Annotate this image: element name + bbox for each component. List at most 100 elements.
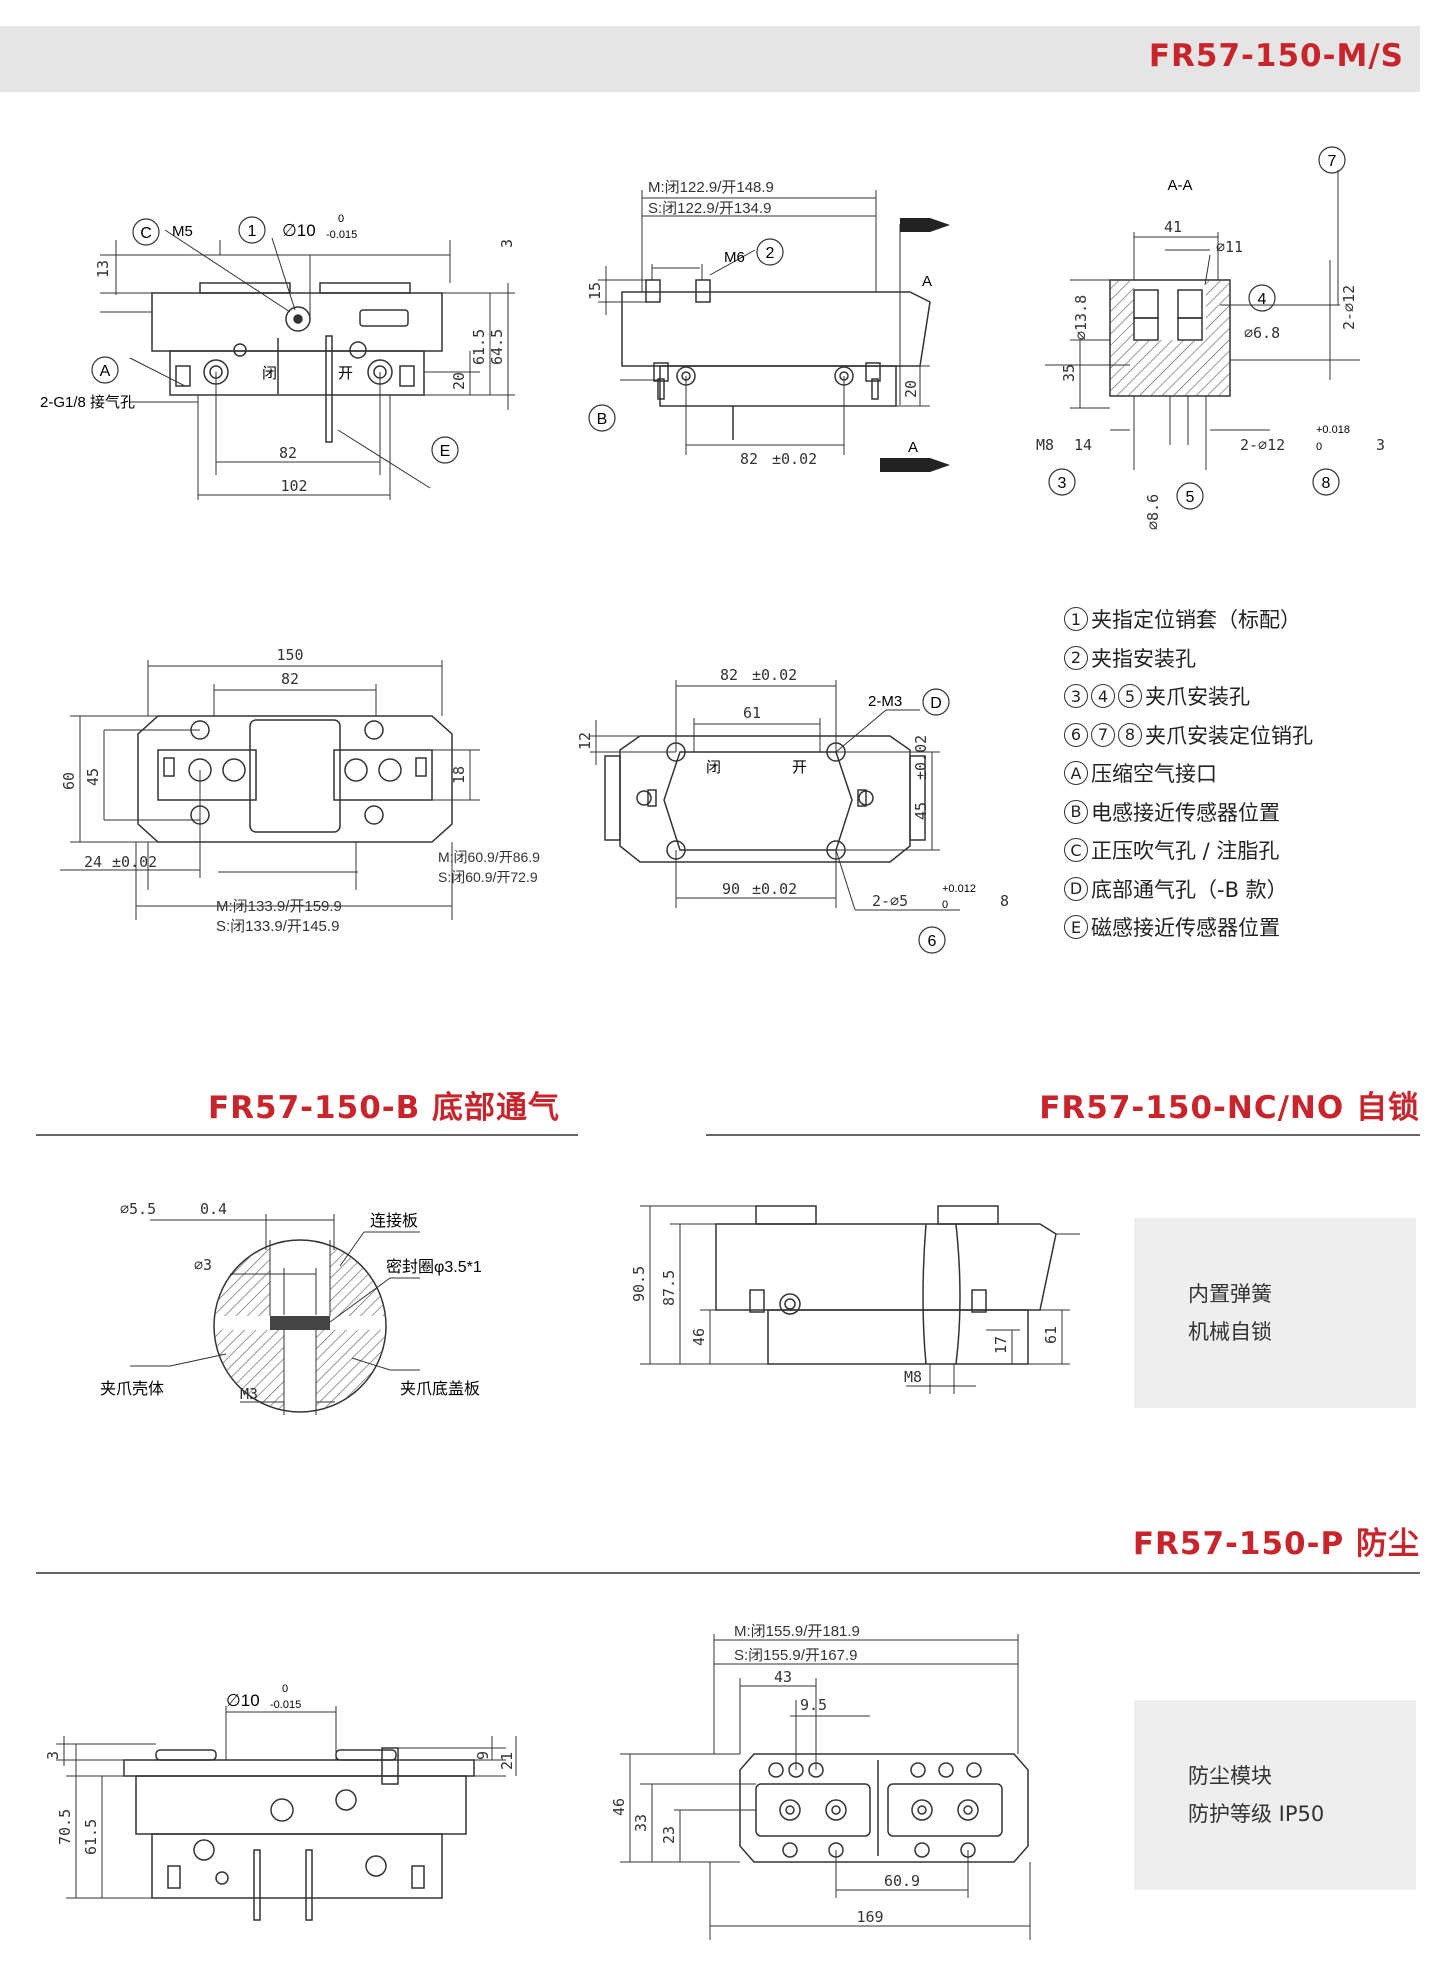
front-label-close: 闭 (262, 365, 277, 382)
legend-row: C 正压吹气孔 / 注脂孔 (1064, 831, 1424, 870)
front-tol-dn: -0.015 (326, 229, 357, 241)
section-label-7: 7 (1328, 153, 1337, 170)
dust-front-dim-9: 9 (474, 1751, 492, 1760)
dustproof-note-line1: 防尘模块 (1188, 1764, 1272, 1788)
side-label-m6: M6 (724, 249, 745, 266)
dust-top-dim-169: 169 (856, 1908, 883, 1926)
dust-front-lower (151, 1833, 443, 1899)
bottom-body (619, 735, 911, 863)
self-lock-dim-61: 61 (1042, 1326, 1060, 1344)
detail-label-shell: 夹爪壳体 (100, 1380, 164, 1398)
legend-mark: 5 (1118, 684, 1142, 709)
front-label-1: 1 (248, 223, 257, 240)
legend-text: 正压吹气孔 / 注脂孔 (1091, 839, 1280, 864)
dustproof-note-line2: 防护等级 IP50 (1188, 1802, 1325, 1826)
dust-front-cover (123, 1759, 475, 1777)
section-title-self-lock: FR57-150-NC/NO 自锁 (1039, 1090, 1420, 1126)
bottom-view-drawing: 82 ±0.02 61 12 45 ±0.02 90 ±0.02 2-M3 D … (576, 666, 1009, 954)
legend-row: B 电感接近传感器位置 (1064, 793, 1424, 832)
legend-mark: 2 (1064, 645, 1088, 670)
self-lock-dim-17: 17 (992, 1336, 1010, 1354)
bottom-dim-tol-bot: ±0.02 (752, 880, 797, 898)
legend-mark: 3 (1064, 684, 1088, 709)
legend-text: 夹指定位销套（标配） (1091, 608, 1301, 633)
legend-text: 夹爪安装孔 (1145, 685, 1250, 710)
front-dim-20: 20 (450, 372, 468, 390)
legend-row: A 压缩空气接口 (1064, 754, 1424, 793)
front-label-phi10: ∅10 (282, 221, 316, 240)
legend-text: 磁感接近传感器位置 (1091, 916, 1280, 941)
self-lock-body-upper (715, 1223, 1057, 1311)
dust-front-dim-61-5: 61.5 (82, 1819, 100, 1855)
bottom-recess (663, 751, 853, 851)
top-m-large: M:闭133.9/开159.9 (216, 898, 342, 915)
dust-top-s-stroke: S:闭155.9/开167.9 (734, 1647, 857, 1664)
legend-mark: A (1064, 761, 1088, 786)
dust-front-tol-up: 0 (282, 1683, 288, 1695)
front-dim-102: 102 (280, 477, 307, 495)
legend-text: 底部通气孔（-B 款） (1091, 877, 1288, 902)
legend-mark: 4 (1091, 684, 1115, 709)
bottom-dim-tol-top: ±0.02 (752, 666, 797, 684)
top-dim-82: 82 (281, 670, 299, 688)
dust-front-label-phi10: ∅10 (226, 1691, 260, 1710)
self-lock-dim-46: 46 (690, 1328, 708, 1346)
bottom-label-open: 开 (792, 759, 807, 776)
legend-row: 6 7 8 夹爪安装定位销孔 (1064, 716, 1424, 755)
dust-top-dim-33: 33 (632, 1814, 650, 1832)
legend-text: 压缩空气接口 (1091, 762, 1217, 787)
front-dim-13: 13 (94, 260, 112, 278)
section-title-bottom-air: FR57-150-B 底部通气 (208, 1090, 561, 1126)
top-s-large: S:闭133.9/开145.9 (216, 918, 339, 935)
section-dim-phi8-6: ∅8.6 (1144, 494, 1162, 530)
front-sensor-rod (325, 335, 333, 443)
bottom-tol-dn: 0 (942, 899, 948, 911)
dust-top-body (739, 1753, 1029, 1863)
front-label-m5: M5 (172, 223, 193, 240)
bottom-dim-8: 8 (1000, 892, 1009, 910)
legend-text: 电感接近传感器位置 (1091, 800, 1280, 825)
dust-top-dim-46: 46 (610, 1798, 628, 1816)
side-label-2: 2 (766, 245, 775, 262)
front-body-lower (169, 350, 425, 396)
section-label-3: 3 (1058, 475, 1067, 492)
top-dim-45: 45 (84, 768, 102, 786)
dust-front-tol-dn: -0.015 (270, 1699, 301, 1711)
detail-label-link-plate: 连接板 (370, 1212, 418, 1230)
front-label-e: E (440, 443, 451, 460)
top-dim-150: 150 (276, 646, 303, 664)
section-dim-35: 35 (1060, 364, 1078, 382)
dust-top-dim-23: 23 (660, 1826, 678, 1844)
legend-row: 3 4 5 夹爪安装孔 (1064, 677, 1424, 716)
top-dim-24: 24 (84, 853, 102, 871)
side-dim-15: 15 (586, 282, 604, 300)
section-aa-drawing: A-A 7 4 3 5 8 41 ∅11 ∅13.8 ∅6.8 35 M8 14… (1036, 146, 1385, 530)
bottom-tol-up: +0.012 (942, 883, 976, 895)
side-label-a-bot: A (908, 439, 918, 456)
front-dim-61-5: 61.5 (470, 329, 488, 365)
dustproof-top-drawing: M:闭155.9/开181.9 S:闭155.9/开167.9 43 9.5 4… (610, 1623, 1031, 1940)
side-body-lower (659, 365, 897, 407)
front-label-a: A (100, 363, 111, 380)
legend-mark: D (1064, 876, 1088, 901)
legend-row: 2 夹指安装孔 (1064, 639, 1424, 678)
top-center-plate (249, 719, 341, 833)
legend-mark: 8 (1118, 722, 1142, 747)
front-dim-82: 82 (279, 444, 297, 462)
top-dim-18: 18 (450, 766, 468, 784)
bottom-dim-12: 12 (576, 732, 594, 750)
legend-mark: 6 (1064, 722, 1088, 747)
front-label-g18: 2-G1/8 接气孔 (40, 394, 135, 411)
side-label-b: B (597, 411, 608, 428)
section-dim-2phi12-v: 2-∅12 (1340, 285, 1358, 330)
bottom-label-d: D (930, 695, 942, 712)
top-dim-tol: ±0.02 (112, 853, 157, 871)
front-label-c: C (140, 225, 152, 242)
bottom-label-phi5: 2-∅5 (872, 892, 908, 910)
header-bar (0, 26, 1420, 92)
side-s-stroke: S:闭122.9/开134.9 (648, 200, 771, 217)
bottom-dim-61: 61 (743, 704, 761, 722)
dust-top-dim-9-5: 9.5 (800, 1696, 827, 1714)
legend-mark: 1 (1064, 607, 1088, 632)
side-body-upper (621, 291, 931, 367)
